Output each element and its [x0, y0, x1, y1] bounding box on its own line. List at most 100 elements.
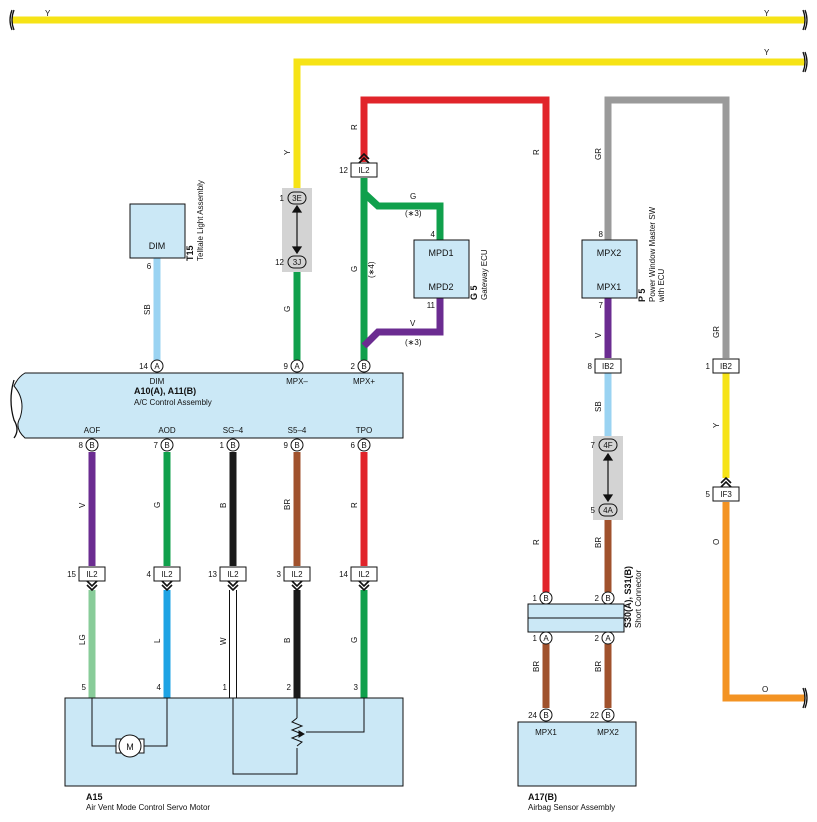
- conn-il2-3-pin: 3: [277, 570, 282, 579]
- wl-g-main: G: [350, 266, 359, 272]
- a17-code: A17(B): [528, 792, 557, 802]
- wl-y-ib2: Y: [712, 422, 721, 428]
- ac-bottom-pin-9-number: 9: [284, 441, 289, 450]
- pill-3e-label: 3E: [292, 194, 302, 203]
- ac-bottom-pin-9: B9: [284, 438, 304, 452]
- a17-mpx2: MPX2: [597, 728, 619, 737]
- wire-w-outline: [229, 590, 237, 698]
- conn-if3-5-pin: 5: [706, 490, 711, 499]
- ac-bottom-pin-9-side: B: [294, 441, 299, 450]
- s30-top-pin-1-number: 1: [533, 594, 538, 603]
- pill-3j: 3J 12: [275, 255, 307, 269]
- a15-code: A15: [86, 792, 103, 802]
- s30-bottom-pin-1: A1: [533, 631, 553, 645]
- wl-r-tpo: R: [350, 502, 359, 508]
- conn-ib2-1-label: IB2: [720, 362, 733, 371]
- ac-bottom-pin-1: B1: [220, 438, 240, 452]
- wl-v-aof: V: [78, 502, 87, 508]
- ac-top-pin-2: B2: [351, 359, 371, 373]
- wl-gr-left: GR: [594, 148, 603, 160]
- s30-top-pin-2-side: B: [605, 594, 610, 603]
- pill-3j-pin: 12: [275, 258, 284, 267]
- a17-pin-24-number: 24: [528, 711, 537, 720]
- conn-ib2-1-pin: 1: [706, 362, 711, 371]
- p5-mpx2: MPX2: [597, 248, 622, 258]
- conn-if3-5-chevron: [720, 476, 732, 488]
- conn-ib2-8-label: IB2: [602, 362, 615, 371]
- g5-mpd1: MPD1: [428, 248, 453, 258]
- a15-pin-5: 5: [82, 683, 87, 692]
- pill-3e-pin: 1: [280, 194, 285, 203]
- conn-il2-15-label: IL2: [86, 570, 98, 579]
- g5-mpd2: MPD2: [428, 282, 453, 292]
- wire-v-mpd2: [361, 298, 444, 349]
- ac-bottom-pin-6-side: B: [361, 441, 366, 450]
- note-star3-top: (∗3): [405, 209, 422, 218]
- a17-name: Airbag Sensor Assembly: [528, 803, 615, 812]
- ac-term-mpx-minus: MPX–: [286, 377, 308, 386]
- ac-control-assembly: [13, 372, 404, 439]
- ac-bottom-pin-1-side: B: [230, 441, 235, 450]
- wl-l: L: [153, 638, 162, 643]
- p5-pin-8: 8: [599, 230, 604, 239]
- conn-il2-3: IL2 3: [277, 566, 311, 592]
- wl-v-gw: V: [410, 319, 416, 328]
- wl-br-4a: BR: [594, 537, 603, 548]
- t15-terminal-dim: DIM: [149, 241, 166, 251]
- conn-il2-15-chevron: [86, 580, 98, 592]
- conn-ib2-8-pin: 8: [588, 362, 593, 371]
- pill-3e: 3E 1: [280, 191, 307, 205]
- a17-mpx1: MPX1: [535, 728, 557, 737]
- wire-labels: Y Y Y Y G R R R G G (∗3) (∗4) V (∗3) SB …: [45, 9, 770, 694]
- conn-il2-13-label: IL2: [227, 570, 239, 579]
- conn-il2-12-label: IL2: [358, 166, 370, 175]
- note-star4: (∗4): [367, 261, 376, 278]
- ac-bottom-pin-1-number: 1: [220, 441, 225, 450]
- ac-bottom-pin-8-number: 8: [79, 441, 84, 450]
- wl-sb-p5: SB: [594, 401, 603, 412]
- conn-il2-4-chevron: [161, 580, 173, 592]
- s30-code: S30(A), S31(B): [623, 566, 633, 628]
- s30-top-pin-1-side: B: [543, 594, 548, 603]
- wl-y-second: Y: [764, 48, 770, 57]
- note-star3-bottom: (∗3): [405, 338, 422, 347]
- a15-pin-2: 2: [287, 683, 292, 692]
- a17-airbag-sensor-assembly: [517, 721, 637, 787]
- conn-il2-3-label: IL2: [291, 570, 303, 579]
- ac-term-aof: AOF: [84, 426, 101, 435]
- pill-4f-label: 4F: [603, 441, 612, 450]
- s30-bottom-pin-1-number: 1: [533, 634, 538, 643]
- ac-bottom-pin-7-number: 7: [154, 441, 159, 450]
- ac-term-dim: DIM: [150, 377, 165, 386]
- wl-v-p5: V: [594, 332, 603, 338]
- wl-b-il2: B: [283, 638, 292, 643]
- g5-pin-11: 11: [427, 301, 436, 310]
- s30-bottom-pin-1-side: A: [543, 634, 549, 643]
- p5-pin-7: 7: [599, 301, 604, 310]
- wl-br-a1: BR: [532, 661, 541, 672]
- wl-o-right: O: [762, 685, 768, 694]
- pill-4a: 4A 5: [591, 503, 618, 517]
- ac-top-pin-9-side: A: [294, 362, 300, 371]
- ac-bottom-pin-7-side: B: [164, 441, 169, 450]
- g5-code: G 5: [469, 285, 479, 300]
- wl-g-aod: G: [153, 502, 162, 508]
- a15-name: Air Vent Mode Control Servo Motor: [86, 803, 210, 812]
- conn-il2-14-pin: 14: [339, 570, 348, 579]
- s30-top-pin-2-number: 2: [595, 594, 600, 603]
- s30-top-pin-2: B2: [595, 591, 615, 605]
- conn-il2-14-chevron: [358, 580, 370, 592]
- conn-il2-14-label: IL2: [358, 570, 370, 579]
- wl-g-3j: G: [283, 306, 292, 312]
- g5-gateway-ecu: [413, 239, 470, 299]
- wl-b-sg4: B: [219, 503, 228, 508]
- conn-il2-13-chevron: [227, 580, 239, 592]
- g5-pin-4: 4: [431, 230, 436, 239]
- ac-code: A10(A), A11(B): [134, 386, 196, 396]
- ac-term-tpo: TPO: [356, 426, 372, 435]
